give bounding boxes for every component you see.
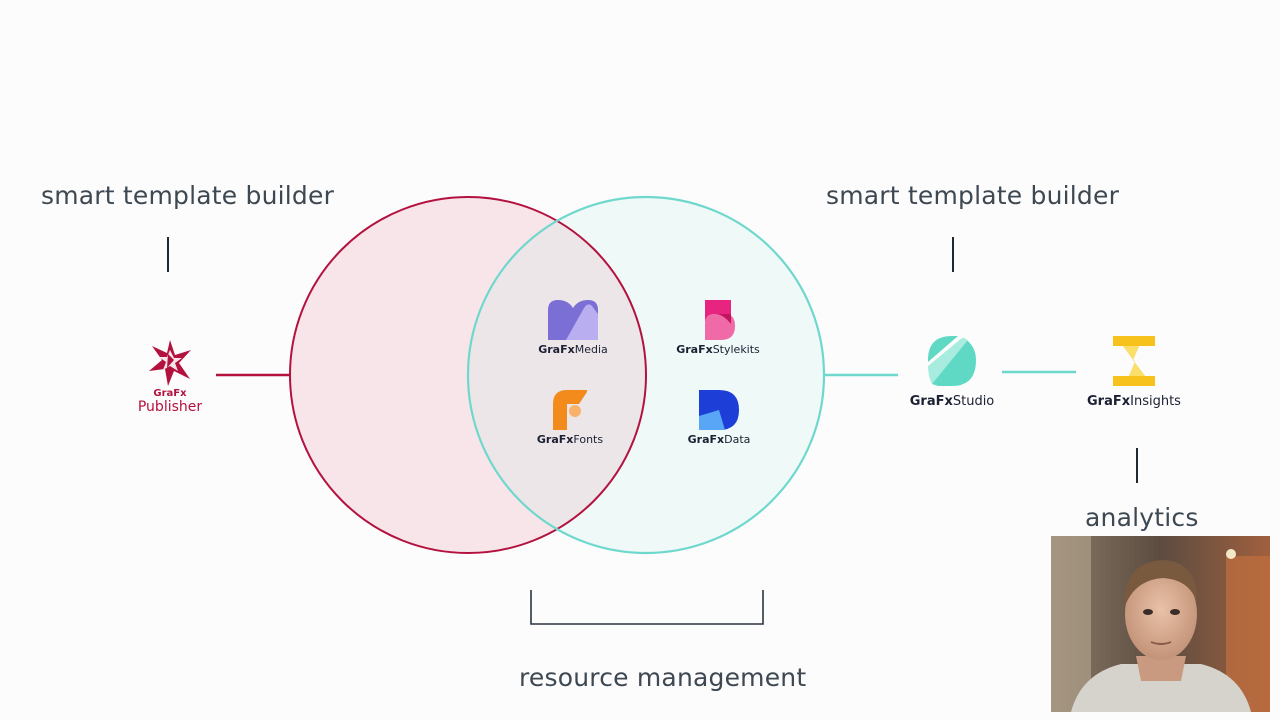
overlap-region (468, 197, 646, 553)
presenter-video-frame (1051, 536, 1270, 712)
data-product: GraFxData (677, 390, 761, 446)
analytics-label: analytics (1085, 503, 1199, 532)
fonts-product: GraFxFonts (528, 390, 612, 446)
studio-name: GraFxStudio (909, 394, 995, 409)
grafx-insights-icon (1113, 336, 1155, 386)
analytics-tick (1136, 448, 1138, 483)
media-name: GraFxMedia (538, 343, 608, 356)
publisher-product: GraFx Publisher (128, 338, 212, 415)
resource-bracket (530, 590, 764, 625)
grafx-fonts-icon (553, 390, 587, 430)
left-tick (167, 237, 169, 272)
grafx-data-icon (699, 390, 739, 430)
publisher-name: Publisher (137, 399, 203, 415)
publisher-brand: GraFx (153, 388, 187, 399)
insights-name: GraFxInsights (1087, 394, 1181, 409)
bottom-label: resource management (519, 663, 807, 692)
left-top-label: smart template builder (41, 181, 335, 210)
grafx-studio-icon (928, 336, 976, 386)
stylekits-product: GraFxStylekits (670, 300, 766, 356)
insights-product: GraFxInsights (1076, 336, 1192, 409)
data-name: GraFxData (687, 433, 751, 446)
right-top-label: smart template builder (826, 181, 1120, 210)
grafx-publisher-star-icon (149, 340, 191, 386)
right-tick (952, 237, 954, 272)
stylekits-name: GraFxStylekits (676, 343, 760, 356)
grafx-media-icon (548, 300, 598, 340)
media-product: GraFxMedia (531, 300, 615, 356)
grafx-stylekits-icon (705, 300, 735, 340)
studio-product: GraFxStudio (900, 336, 1004, 409)
fonts-name: GraFxFonts (536, 433, 604, 446)
presenter-video (1051, 536, 1270, 712)
